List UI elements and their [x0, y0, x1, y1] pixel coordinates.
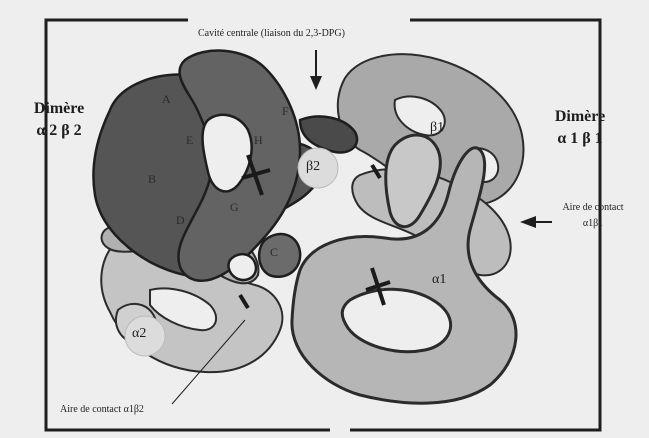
contact-area-a1b1-subunits: α1β1 — [553, 216, 633, 232]
helix-c-label: C — [270, 245, 278, 260]
dimer-right-label: Dimère α 1 β 1 — [545, 106, 615, 150]
helix-d-label: D — [176, 213, 185, 228]
helix-b-label: B — [148, 172, 156, 187]
dimer-right-title: Dimère — [545, 106, 615, 128]
contact-area-a1b1-text: Aire de contact — [553, 200, 633, 216]
helix-f-label: F — [282, 104, 289, 119]
beta2-label: β2 — [306, 159, 320, 175]
helix-a-label: A — [162, 92, 171, 107]
dimer-left-label: Dimère α 2 β 2 — [24, 98, 94, 142]
dimer-left-subunits: α 2 β 2 — [24, 120, 94, 142]
alpha1-label: α1 — [432, 272, 446, 288]
contact-area-a1b2-label: Aire de contact α1β2 — [60, 404, 144, 415]
helix-e-label: E — [186, 133, 193, 148]
dimer-left-title: Dimère — [24, 98, 94, 120]
beta1-label: β1 — [430, 120, 444, 136]
central-cavity-label: Cavité centrale (liaison du 2,3-DPG) — [198, 28, 345, 39]
helix-g-label: G — [230, 200, 239, 215]
dimer-right-subunits: α 1 β 1 — [545, 128, 615, 150]
helix-h-label: H — [254, 133, 263, 148]
contact-area-a1b1-label: Aire de contact α1β1 — [553, 200, 633, 232]
alpha2-label: α2 — [132, 326, 146, 342]
